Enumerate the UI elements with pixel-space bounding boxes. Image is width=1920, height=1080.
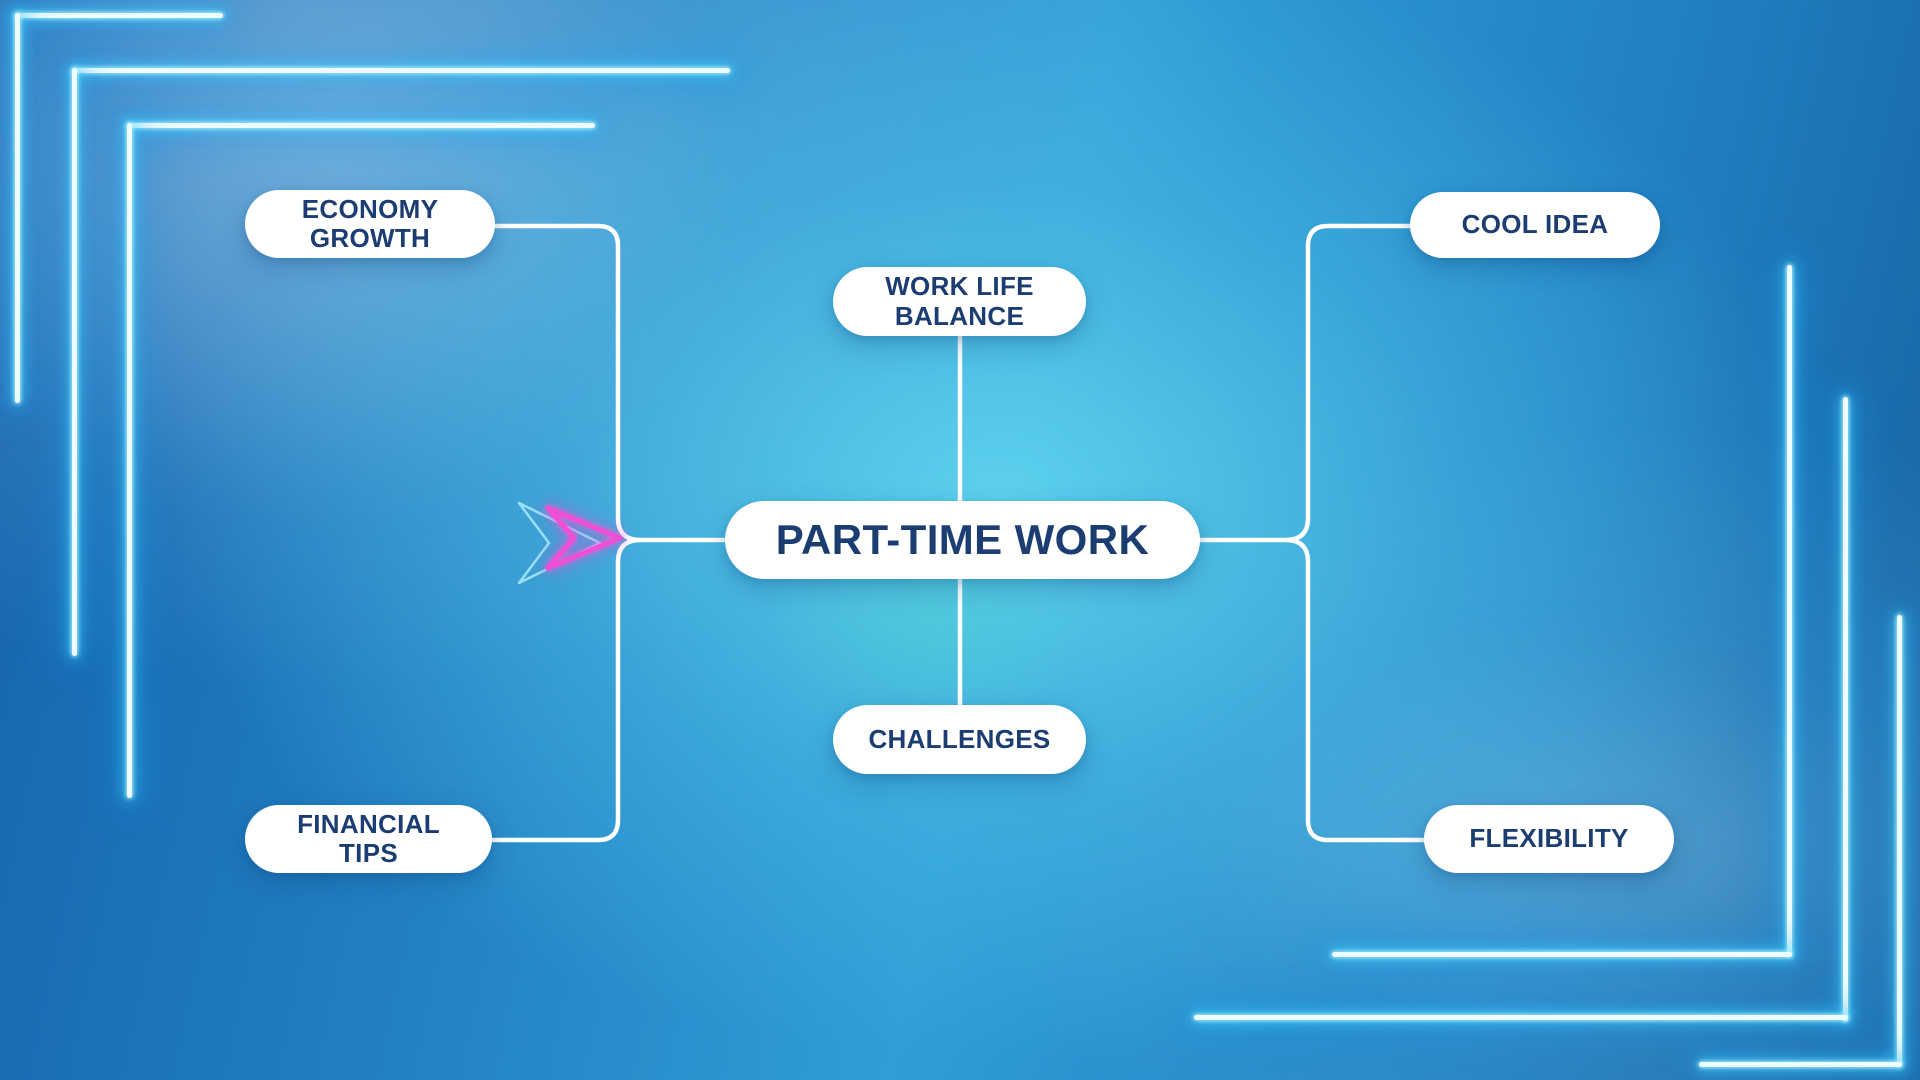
chevron-front-outline [545,505,623,571]
neon-line-top-left-3-h [127,123,595,128]
node-cool-idea-label: COOL IDEA [1461,209,1609,240]
neon-line-top-left-2-v [72,68,77,656]
neon-line-bottom-right-1-h [1699,1062,1902,1067]
node-cool-idea[interactable]: COOL IDEA [1410,192,1660,258]
neon-line-bottom-right-1-v [1897,615,1902,1067]
chevron-back-outline [517,501,602,585]
node-part-time-work[interactable]: PART-TIME WORK [725,501,1200,579]
node-work-life-balance-label: WORK LIFE BALANCE [885,271,1034,331]
node-part-time-work-label: PART-TIME WORK [775,516,1150,564]
node-economy-growth-label: ECONOMY GROWTH [301,193,439,253]
node-work-life-balance[interactable]: WORK LIFE BALANCE [833,267,1086,336]
neon-line-bottom-right-2-h [1194,1015,1848,1020]
node-flexibility[interactable]: FLEXIBILITY [1424,805,1674,873]
neon-line-bottom-right-3-h [1332,952,1792,957]
neon-line-bottom-right-3-v [1787,265,1792,957]
node-financial-tips[interactable]: FINANCIAL TIPS [245,805,492,873]
node-challenges[interactable]: CHALLENGES [833,705,1086,774]
connector-left-bottom [479,537,643,843]
connector-right-top [1152,223,1441,543]
node-flexibility-label: FLEXIBILITY [1469,823,1629,854]
connector-right-bottom [1283,537,1443,843]
node-challenges-label: CHALLENGES [868,723,1051,754]
neon-line-top-left-3-v [127,123,132,798]
node-financial-tips-label: FINANCIAL TIPS [297,808,440,868]
neon-line-top-left-1-v [15,13,20,403]
neon-line-top-left-2-h [72,68,730,73]
neon-line-bottom-right-2-v [1843,397,1848,1022]
double-chevron-right-icon [517,501,623,585]
neon-line-top-left-1-h [15,13,223,18]
node-economy-growth[interactable]: ECONOMY GROWTH [245,190,495,258]
